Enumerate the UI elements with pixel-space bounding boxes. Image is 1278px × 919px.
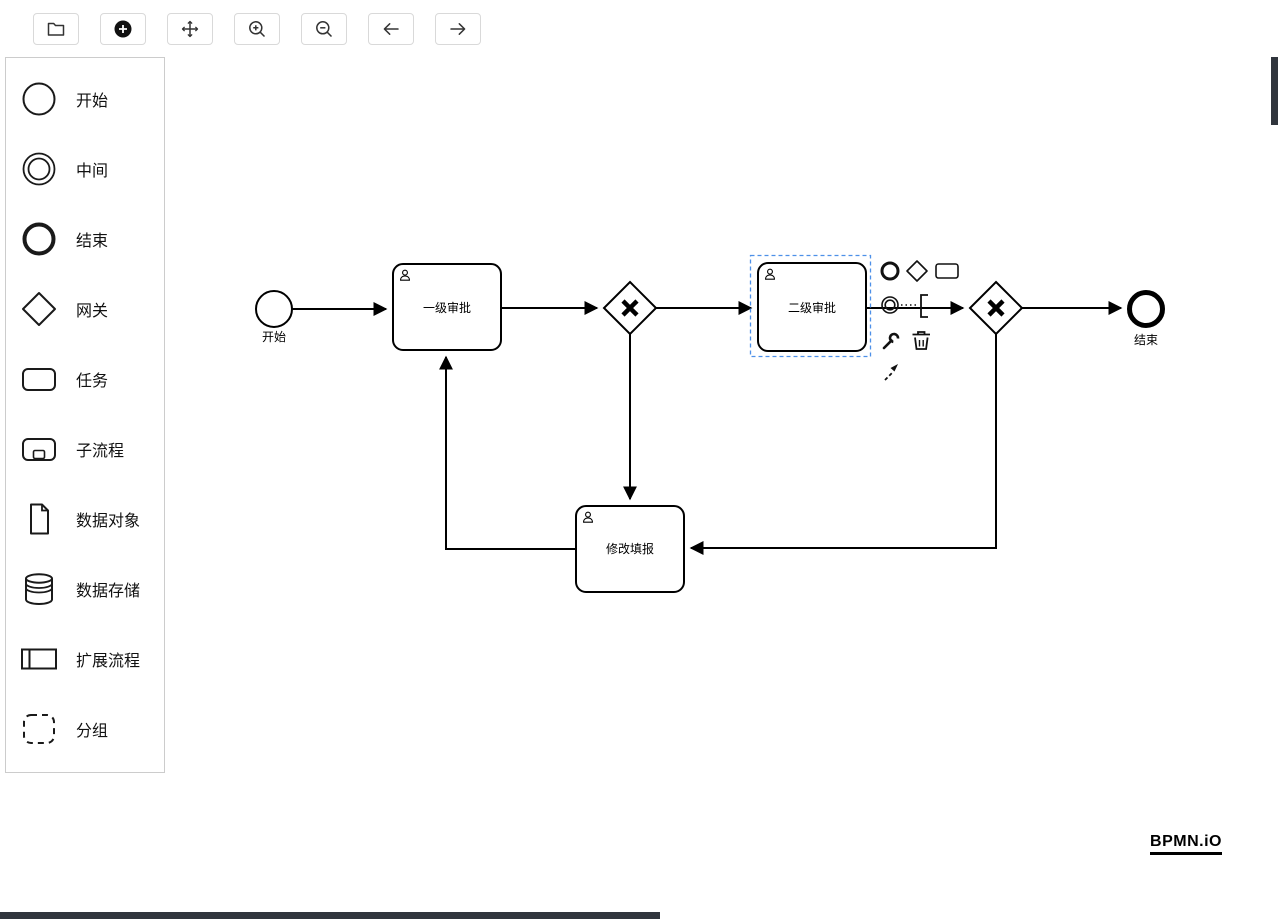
- task-modify-node[interactable]: 修改填报: [575, 505, 685, 593]
- palette-item-subprocess[interactable]: 子流程: [6, 414, 164, 484]
- palette-item-group[interactable]: 分组: [6, 694, 164, 764]
- zoom-out-button[interactable]: [301, 12, 347, 45]
- exclusive-gateway2-node[interactable]: [968, 280, 1024, 336]
- palette-item-label: 开始: [76, 93, 109, 110]
- end-event-circle: [1127, 290, 1165, 328]
- undo-button[interactable]: [368, 12, 414, 45]
- palette-item-label: 任务: [76, 373, 109, 390]
- start-event-circle: [255, 290, 293, 328]
- palette-item-start-event[interactable]: 开始: [6, 64, 164, 134]
- end-event-label[interactable]: 结束: [1134, 333, 1158, 347]
- append-end-event-icon[interactable]: [880, 261, 900, 281]
- subprocess-icon: [19, 429, 59, 469]
- task-modify-label: 修改填报: [606, 541, 654, 556]
- palette-item-intermediate-event[interactable]: 中间: [6, 134, 164, 204]
- data-store-icon: [19, 569, 59, 609]
- start-event-node[interactable]: [255, 290, 293, 328]
- arrow-left-icon: [383, 22, 399, 35]
- zoom-in-button[interactable]: [234, 12, 280, 45]
- append-task-icon[interactable]: [935, 263, 959, 279]
- plus-circle-icon: [114, 20, 132, 37]
- trash-icon[interactable]: [912, 331, 931, 350]
- data-object-icon: [19, 499, 59, 539]
- bpmn-io-logo[interactable]: BPMN.iO: [1150, 833, 1222, 855]
- task-icon: [19, 359, 59, 399]
- end-event-icon: [19, 219, 59, 259]
- palette: 开始 中间 结束 网关: [5, 57, 165, 773]
- sequence-flow-task3-to-task1[interactable]: [439, 355, 576, 550]
- sequence-flow-gateway2-to-task3[interactable]: [689, 334, 997, 555]
- wrench-icon[interactable]: [882, 332, 900, 350]
- task-level2-rect: [757, 262, 867, 352]
- append-text-annotation-icon[interactable]: [901, 294, 928, 318]
- zoom-in-icon: [249, 20, 266, 37]
- selection-outline: [749, 254, 872, 358]
- palette-item-data-store[interactable]: 数据存储: [6, 554, 164, 624]
- gateway2-x-marker: [987, 299, 1005, 317]
- move-crosshair-icon: [181, 20, 199, 37]
- gateway1-x-marker: [621, 299, 639, 317]
- palette-item-label: 分组: [76, 723, 109, 740]
- start-event-label[interactable]: 开始: [262, 330, 286, 344]
- palette-item-label: 中间: [76, 163, 109, 180]
- gateway-icon: [19, 289, 59, 329]
- context-pad: [880, 260, 959, 381]
- redo-button[interactable]: [435, 12, 481, 45]
- toolbar: [0, 0, 1278, 57]
- intermediate-event-icon: [19, 149, 59, 189]
- exclusive-gateway1-node[interactable]: [602, 280, 658, 336]
- palette-item-gateway[interactable]: 网关: [6, 274, 164, 344]
- palette-item-label: 子流程: [76, 443, 125, 460]
- zoom-out-icon: [316, 20, 333, 37]
- create-new-button[interactable]: [100, 12, 146, 45]
- palette-item-label: 数据存储: [76, 583, 141, 600]
- task-level2-node[interactable]: 二级审批: [757, 262, 867, 352]
- open-file-button[interactable]: [33, 12, 79, 45]
- end-event-node[interactable]: [1127, 290, 1165, 328]
- task-level1-label: 一级审批: [423, 300, 471, 315]
- append-intermediate-event-icon[interactable]: [881, 296, 899, 314]
- palette-item-label: 网关: [76, 303, 109, 320]
- palette-item-participant[interactable]: 扩展流程: [6, 624, 164, 694]
- palette-item-task[interactable]: 任务: [6, 344, 164, 414]
- append-gateway-icon[interactable]: [906, 260, 928, 282]
- vertical-scrollbar-thumb[interactable]: [1271, 57, 1278, 125]
- palette-item-label: 数据对象: [76, 513, 141, 530]
- participant-icon: [19, 639, 59, 679]
- connect-arrow-icon[interactable]: [884, 364, 898, 381]
- task-level1-node[interactable]: 一级审批: [392, 263, 502, 351]
- task-modify-rect: [575, 505, 685, 593]
- palette-item-end-event[interactable]: 结束: [6, 204, 164, 274]
- palette-item-data-object[interactable]: 数据对象: [6, 484, 164, 554]
- folder-icon: [47, 22, 65, 36]
- palette-item-label: 扩展流程: [76, 653, 141, 670]
- task-level2-label: 二级审批: [788, 300, 836, 315]
- task-level1-rect: [392, 263, 502, 351]
- group-icon: [19, 709, 59, 749]
- palette-item-label: 结束: [76, 233, 109, 250]
- move-tool-button[interactable]: [167, 12, 213, 45]
- arrow-right-icon: [450, 22, 466, 35]
- start-event-icon: [19, 79, 59, 119]
- horizontal-scrollbar-thumb[interactable]: [0, 912, 660, 919]
